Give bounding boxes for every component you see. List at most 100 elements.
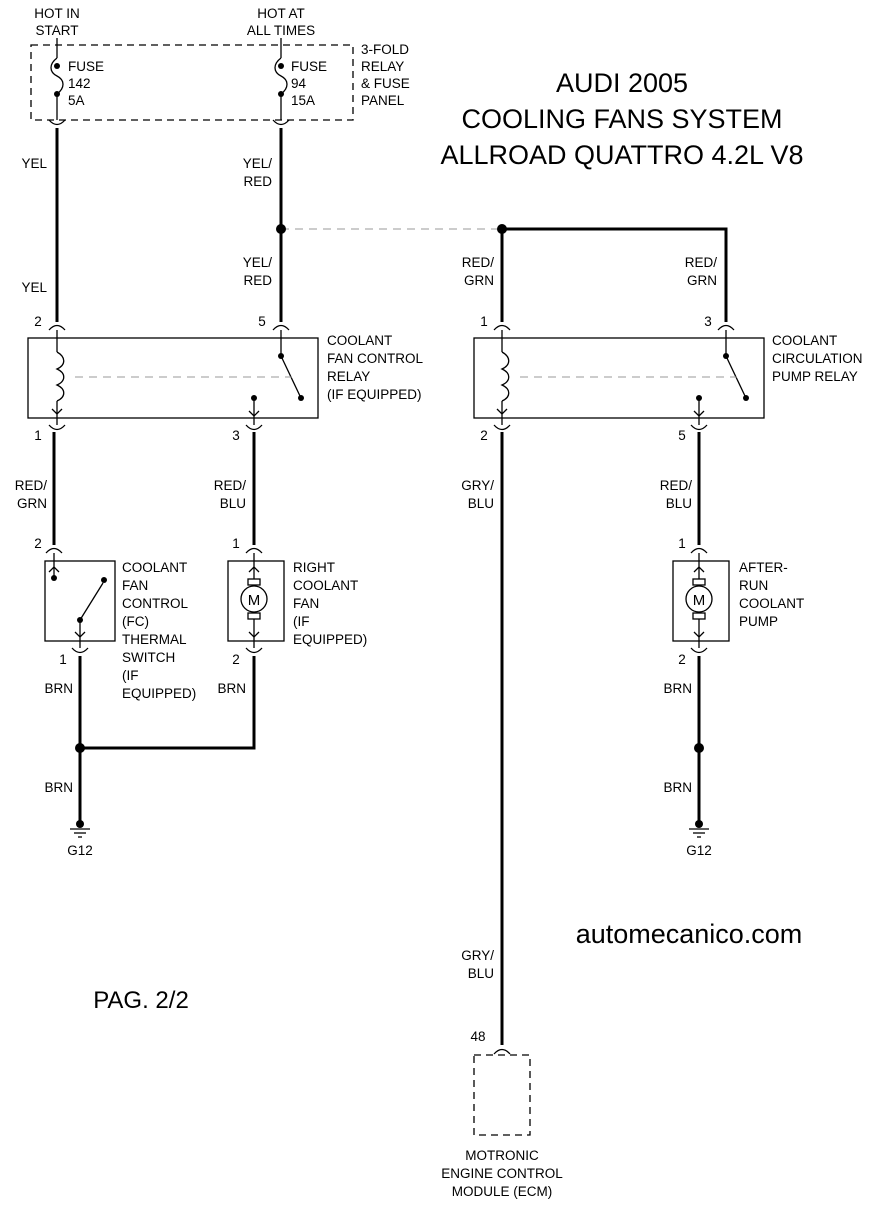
connectors xyxy=(45,119,735,1055)
ecm-label-2: ENGINE CONTROL xyxy=(441,1166,563,1181)
splice-brn-right xyxy=(694,743,704,753)
wire-label-gry-blu-lower-2: BLU xyxy=(468,966,494,981)
wire-labels: YEL YEL YEL/ RED YEL/ RED RED/ GRN RED/ … xyxy=(15,156,718,981)
wire-label-yel-red-top-1: YEL/ xyxy=(243,156,273,171)
ecm-label-3: MODULE (ECM) xyxy=(452,1184,553,1199)
wire-label-gry-blu-upper-2: BLU xyxy=(468,496,494,511)
wire-label-brn-ground-right: BRN xyxy=(663,780,692,795)
fuse-142-symbol xyxy=(50,45,64,120)
pump-label-2: RUN xyxy=(739,578,768,593)
ground-right xyxy=(689,820,709,838)
pump-relay-label-2: CIRCULATION xyxy=(772,351,863,366)
thermal-switch-label-2: FAN xyxy=(122,578,148,593)
fuse-142-label-3: 5A xyxy=(68,93,85,108)
fan-control-relay-label-4: (IF EQUIPPED) xyxy=(327,387,422,402)
wire-label-yel-top: YEL xyxy=(21,156,47,171)
pin-pump-1: 1 xyxy=(678,536,686,551)
fuse-panel-label-1: 3-FOLD xyxy=(361,42,409,57)
wire-label-red-blu-a-1: RED/ xyxy=(214,478,247,493)
wire-label-yel-red-top-2: RED xyxy=(243,174,272,189)
ground-right-icon xyxy=(695,820,703,828)
pin-fan-relay-1: 1 xyxy=(34,428,42,443)
right-fan-label-2: COOLANT xyxy=(293,578,358,593)
wire-label-brn-ground-left: BRN xyxy=(44,780,73,795)
wire-label-brn-pump: BRN xyxy=(663,681,692,696)
title-line-2: COOLING FANS SYSTEM xyxy=(461,104,782,134)
hot-at-all-times-label-1: HOT AT xyxy=(257,6,305,21)
wire-label-red-blu-b-1: RED/ xyxy=(660,478,693,493)
watermark: automecanico.com xyxy=(576,919,803,949)
diagram-title: AUDI 2005 COOLING FANS SYSTEM ALLROAD QU… xyxy=(440,68,803,170)
wire-label-gry-blu-upper-1: GRY/ xyxy=(461,478,494,493)
wire-red-grn-to-pump-relay-3 xyxy=(502,227,728,322)
fuse-94-label-2: 94 xyxy=(291,76,307,91)
pin-fan-relay-2: 2 xyxy=(34,314,42,329)
splice-brn-left xyxy=(75,743,85,753)
fuse-94-symbol xyxy=(274,45,288,120)
ground-left-icon xyxy=(76,820,84,828)
pump-label-1: AFTER- xyxy=(739,560,788,575)
fuse-94-label-3: 15A xyxy=(291,93,315,108)
fuse-panel-label-4: PANEL xyxy=(361,93,405,108)
pin-pump-relay-2: 2 xyxy=(480,428,488,443)
wire-label-red-blu-b-2: BLU xyxy=(666,496,692,511)
fuse-panel-label-3: & FUSE xyxy=(361,76,410,91)
hot-at-all-times-label-2: ALL TIMES xyxy=(247,23,315,38)
splice-yel-red xyxy=(276,224,286,234)
thermal-switch-label-7: (IF xyxy=(122,668,139,683)
right-fan-label-3: FAN xyxy=(293,596,319,611)
pin-fan-2: 2 xyxy=(232,652,240,667)
wire-label-yel-red-mid-1: YEL/ xyxy=(243,255,273,270)
pin-fan-relay-5: 5 xyxy=(258,314,266,329)
wire-label-red-grn-c-2: GRN xyxy=(17,496,47,511)
fuse-panel-label-2: RELAY xyxy=(361,59,404,74)
right-fan-label-5: EQUIPPED) xyxy=(293,632,367,647)
hot-in-start-label-1: HOT IN xyxy=(34,6,80,21)
ecm-outline xyxy=(473,1054,531,1136)
motronic-ecm xyxy=(473,1054,531,1136)
pin-fan-1: 1 xyxy=(232,536,240,551)
pin-pump-relay-3: 3 xyxy=(704,314,712,329)
pump-relay-label-3: PUMP RELAY xyxy=(772,369,858,384)
splice-red-grn xyxy=(497,224,507,234)
pin-pump-2: 2 xyxy=(678,652,686,667)
right-fan-label-4: (IF xyxy=(293,614,310,629)
title-line-3: ALLROAD QUATTRO 4.2L V8 xyxy=(440,140,803,170)
thermal-switch-label-5: THERMAL xyxy=(122,632,187,647)
coolant-circulation-pump-relay xyxy=(473,330,765,425)
ground-right-label: G12 xyxy=(686,843,712,858)
wire-label-red-grn-a-1: RED/ xyxy=(462,255,495,270)
pin-fan-relay-3: 3 xyxy=(232,428,240,443)
fuse-panel: FUSE 142 5A FUSE 94 15A 3-FOLD RELAY & F… xyxy=(30,38,410,121)
wire-label-brn-switch: BRN xyxy=(44,681,73,696)
wire-label-yel-bottom: YEL xyxy=(21,280,47,295)
wire-label-brn-fan: BRN xyxy=(217,681,246,696)
fuse-94-label-1: FUSE xyxy=(291,59,327,74)
pump-relay-label-1: COOLANT xyxy=(772,333,837,348)
thermal-switch-label-1: COOLANT xyxy=(122,560,187,575)
pin-pump-relay-5: 5 xyxy=(678,428,686,443)
fan-control-relay-label-2: FAN CONTROL xyxy=(327,351,424,366)
pin-numbers: 2 5 1 3 1 3 2 5 2 1 1 1 2 2 48 xyxy=(34,314,712,1044)
wire-label-red-blu-a-2: BLU xyxy=(220,496,246,511)
pump-label-4: PUMP xyxy=(739,614,778,629)
thermal-switch-label-3: CONTROL xyxy=(122,596,188,611)
pin-switch-2: 2 xyxy=(34,536,42,551)
page-number: PAG. 2/2 xyxy=(93,987,189,1014)
ground-left-label: G12 xyxy=(67,843,93,858)
thermal-switch-label-6: SWITCH xyxy=(122,650,175,665)
pump-motor-symbol: M xyxy=(693,592,706,609)
title-line-1: AUDI 2005 xyxy=(556,68,688,98)
ecm-label-1: MOTRONIC xyxy=(465,1148,539,1163)
wire-label-red-grn-a-2: GRN xyxy=(464,273,494,288)
wire-label-red-grn-b-1: RED/ xyxy=(685,255,718,270)
thermal-switch-label-4: (FC) xyxy=(122,614,149,629)
wires xyxy=(52,128,728,1045)
pin-ecm-48: 48 xyxy=(470,1029,485,1044)
coolant-fan-control-thermal-switch xyxy=(44,553,116,648)
pump-motor-icon xyxy=(685,585,713,613)
fuse-142-label-1: FUSE xyxy=(68,59,104,74)
right-fan-label-1: RIGHT xyxy=(293,560,335,575)
fuse-142-label-2: 142 xyxy=(68,76,91,91)
pump-label-3: COOLANT xyxy=(739,596,804,611)
